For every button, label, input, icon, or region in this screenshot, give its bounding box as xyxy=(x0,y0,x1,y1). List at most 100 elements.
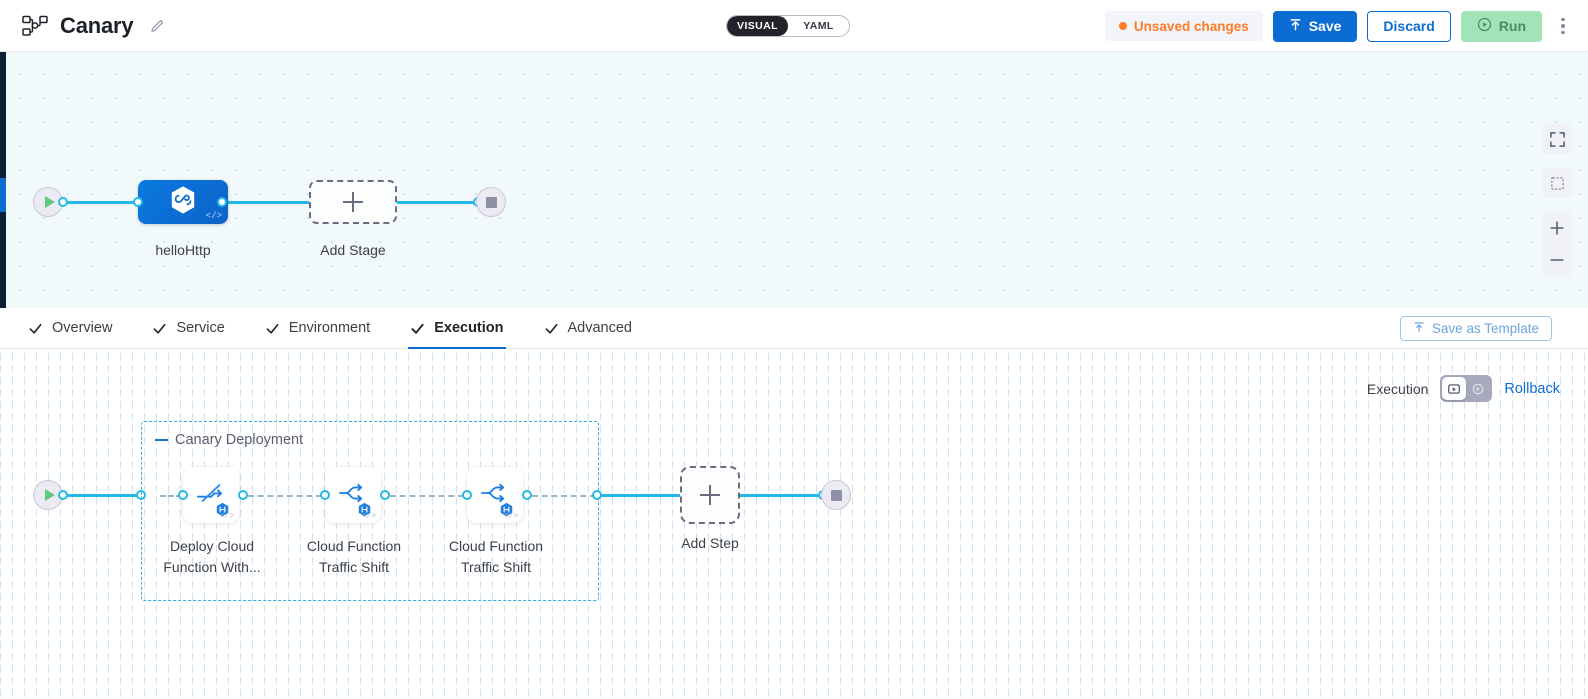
connector-step2-to-step3 xyxy=(390,495,464,497)
port-step2-in[interactable] xyxy=(320,490,330,500)
save-button[interactable]: Save xyxy=(1272,10,1358,42)
step-label-line1: Deploy Cloud xyxy=(169,538,255,554)
tab-advanced[interactable]: Advanced xyxy=(542,308,635,349)
pipeline-end-node[interactable] xyxy=(476,187,506,217)
step-node-cloud-function-traffic-shift-2[interactable]: </> xyxy=(467,467,523,523)
stop-end-icon xyxy=(830,489,842,501)
tab-overview[interactable]: Overview xyxy=(26,308,114,349)
port-stage-in[interactable] xyxy=(133,197,143,207)
connector-stage-to-addstage xyxy=(222,201,314,204)
check-icon xyxy=(152,321,167,336)
harness-hex-badge xyxy=(357,502,372,517)
execution-end-node[interactable] xyxy=(821,480,851,510)
rollback-clock-icon[interactable] xyxy=(1466,377,1490,400)
tab-environment[interactable]: Environment xyxy=(263,308,372,349)
deploy-cloud-function-icon xyxy=(195,479,227,512)
add-step-button[interactable] xyxy=(680,466,740,524)
traffic-shift-icon xyxy=(337,479,369,512)
fit-screen-icon[interactable] xyxy=(1542,124,1572,154)
stage-node-label: helloHttp xyxy=(155,242,211,258)
execution-canvas[interactable]: Execution Rollback Canary xyxy=(0,349,1588,699)
page-title: Canary xyxy=(60,12,134,38)
zoom-controls xyxy=(1542,212,1572,276)
more-vertical-icon[interactable] xyxy=(1552,11,1574,41)
play-start-icon xyxy=(44,196,55,208)
step-node-label: Deploy Cloud Function With... xyxy=(156,536,268,578)
selection-box-icon[interactable] xyxy=(1542,168,1572,198)
step-label-line2: Traffic Shift xyxy=(318,559,390,575)
port-step1-out[interactable] xyxy=(238,490,248,500)
tab-service[interactable]: Service xyxy=(150,308,226,349)
port-step1-in[interactable] xyxy=(178,490,188,500)
step-node-deploy-cloud-function[interactable]: </> xyxy=(183,467,239,523)
unsaved-changes-label: Unsaved changes xyxy=(1133,18,1249,34)
harness-hex-badge xyxy=(499,502,514,517)
harness-hex-badge xyxy=(215,502,230,517)
discard-button-label: Discard xyxy=(1383,18,1435,34)
execution-label: Execution xyxy=(1366,380,1429,397)
check-icon xyxy=(28,321,43,336)
port-start-out[interactable] xyxy=(58,197,68,207)
execution-rollback-toggle[interactable] xyxy=(1440,375,1493,402)
connector-group-to-addstep xyxy=(600,494,680,497)
save-button-label: Save xyxy=(1308,18,1342,34)
port-exec-start-out[interactable] xyxy=(58,490,68,500)
stage-canvas[interactable]: </> helloHttp Add Stage xyxy=(0,52,1588,308)
grid-mask xyxy=(0,349,1588,699)
save-as-template-button[interactable]: Save as Template xyxy=(1399,316,1552,341)
config-tabbar: Overview Service Environment Execution A… xyxy=(0,308,1588,350)
upload-arrow-icon xyxy=(1289,18,1302,34)
port-step3-out[interactable] xyxy=(522,490,532,500)
step-node-label: Cloud Function Traffic Shift xyxy=(440,536,552,578)
tab-label: Execution xyxy=(434,320,504,336)
step-label-line2: Function With... xyxy=(163,559,261,575)
pencil-edit-icon[interactable] xyxy=(149,17,167,35)
template-upload-icon xyxy=(1413,321,1425,336)
run-button[interactable]: Run xyxy=(1460,10,1542,42)
connector-step1-to-step2 xyxy=(248,495,322,497)
mode-yaml-option[interactable]: YAML xyxy=(803,20,834,32)
step-group-canary-deployment[interactable]: Canary Deployment xyxy=(141,421,599,601)
rollback-link[interactable]: Rollback xyxy=(1504,380,1560,397)
step-label-line1: Cloud Function xyxy=(306,538,402,554)
step-code-badge: </> xyxy=(503,512,518,521)
check-icon xyxy=(265,321,280,336)
mode-visual-option[interactable]: VISUAL xyxy=(727,16,788,36)
zoom-out-icon[interactable] xyxy=(1542,244,1572,276)
save-as-template-label: Save as Template xyxy=(1431,321,1539,336)
connector-addstage-to-end xyxy=(392,201,484,204)
view-mode-toggle[interactable]: VISUAL YAML xyxy=(726,15,850,37)
connector-step3-to-groupout xyxy=(532,495,596,497)
step-group-title: Canary Deployment xyxy=(155,432,303,448)
run-button-label: Run xyxy=(1498,18,1526,34)
tab-label: Environment xyxy=(288,320,371,336)
step-node-cloud-function-traffic-shift-1[interactable]: </> xyxy=(325,467,381,523)
execution-play-box-icon[interactable] xyxy=(1442,377,1467,400)
collapse-dash-icon[interactable] xyxy=(155,438,168,442)
step-label-line1: Cloud Function xyxy=(448,538,544,554)
connector-addstep-to-end xyxy=(740,494,826,497)
step-label-line2: Traffic Shift xyxy=(460,559,532,575)
stage-code-badge: </> xyxy=(205,211,222,221)
play-start-icon xyxy=(44,489,55,501)
tab-label: Overview xyxy=(52,320,113,336)
plus-icon xyxy=(343,192,363,212)
canvas-left-accent xyxy=(0,178,6,212)
kebab-dot xyxy=(1561,17,1565,22)
tab-execution[interactable]: Execution xyxy=(408,308,506,350)
discard-button[interactable]: Discard xyxy=(1367,10,1451,42)
step-code-badge: </> xyxy=(219,512,234,521)
port-step2-out[interactable] xyxy=(380,490,390,500)
add-step-label: Add Step xyxy=(681,535,739,551)
check-icon xyxy=(410,321,425,336)
stage-node-hellohttp[interactable]: </> xyxy=(138,180,228,224)
add-stage-button[interactable] xyxy=(309,180,397,224)
port-step3-in[interactable] xyxy=(462,490,472,500)
step-node-label: Cloud Function Traffic Shift xyxy=(298,536,410,578)
kebab-dot xyxy=(1561,30,1565,35)
add-stage-label: Add Stage xyxy=(320,242,386,258)
harness-hexagon-icon xyxy=(169,185,197,220)
connector-start-to-stage xyxy=(56,201,148,204)
zoom-in-icon[interactable] xyxy=(1542,212,1572,244)
port-stage-out[interactable] xyxy=(217,197,227,207)
